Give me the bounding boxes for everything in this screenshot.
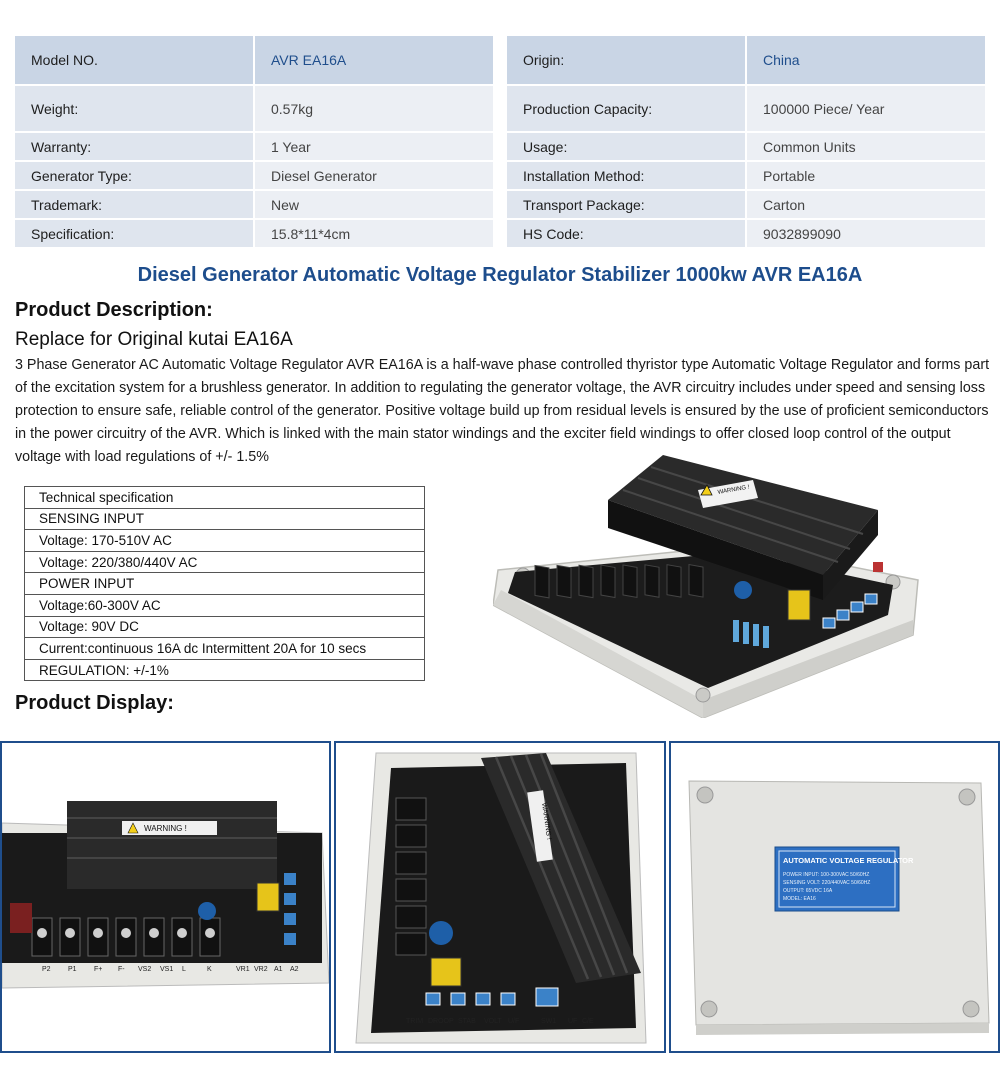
terminal-label: A2 xyxy=(290,966,299,973)
knob-label: STAB xyxy=(458,1018,476,1025)
tech-spec-row: Voltage:60-300V AC xyxy=(24,593,425,617)
product-image-main: WARNING ! xyxy=(492,450,925,719)
terminal-label: L xyxy=(182,966,186,973)
tech-spec-row: Voltage: 220/380/440V AC xyxy=(24,550,425,574)
product-description-heading: Product Description: xyxy=(15,299,213,321)
terminal-label: P1 xyxy=(68,966,77,973)
label-line: SENSING VOLT: 220/440VAC 50/60HZ xyxy=(783,880,870,886)
product-display-heading: Product Display: xyxy=(15,692,174,714)
product-photo-back[interactable]: AUTOMATIC VOLTAGE REGULATOR POWER INPUT:… xyxy=(669,741,1000,1053)
spec-key: Weight: xyxy=(15,85,255,133)
spec-key: Usage: xyxy=(507,132,747,162)
spec-value: 1 Year xyxy=(254,132,493,162)
label-title: AUTOMATIC VOLTAGE REGULATOR xyxy=(783,856,914,865)
spec-value: Common Units xyxy=(746,132,985,162)
knob-label: UF xyxy=(568,1018,577,1025)
tech-spec-row: REGULATION: +/-1% xyxy=(24,658,425,682)
replace-line: Replace for Original kutai EA16A xyxy=(15,329,293,350)
spec-value: New xyxy=(254,190,493,220)
main-warning-label: WARNING ! xyxy=(717,484,750,496)
tech-spec-row: Technical specification xyxy=(24,486,425,509)
spec-key: Installation Method: xyxy=(507,161,747,191)
tech-spec-row: POWER INPUT xyxy=(24,572,425,595)
spec-key: Origin: xyxy=(507,36,747,86)
label-line: MODEL: EA16 xyxy=(783,896,816,902)
label-line: OUTPUT: 65VDC 16A xyxy=(783,888,833,894)
technical-spec-table: Technical specification SENSING INPUT Vo… xyxy=(24,486,425,682)
knob-label: U/F xyxy=(508,1018,519,1025)
terminal-label: VS2 xyxy=(138,966,151,973)
product-photo-front[interactable]: WARNING ! P2 P1 F+ F- VS2 VS1 L K xyxy=(0,741,331,1053)
spec-table-left: Model NO.AVR EA16A Weight:0.57kg Warrant… xyxy=(15,36,493,249)
tech-spec-row: Voltage: 170-510V AC xyxy=(24,529,425,552)
terminal-label: K xyxy=(207,966,212,973)
knob-label: DROOP xyxy=(428,1018,454,1025)
knob-label: SW1 xyxy=(541,1018,556,1025)
terminal-label: P2 xyxy=(42,966,51,973)
terminal-label: VS1 xyxy=(160,966,173,973)
spec-table-right: Origin:China Production Capacity:100000 … xyxy=(507,36,985,249)
tech-spec-row: SENSING INPUT xyxy=(24,507,425,531)
spec-key: Warranty: xyxy=(15,132,255,162)
spec-value: AVR EA16A xyxy=(254,36,493,86)
spec-key: Transport Package: xyxy=(507,190,747,220)
spec-key: Model NO. xyxy=(15,36,255,86)
spec-key: Trademark: xyxy=(15,190,255,220)
spec-value: China xyxy=(746,36,985,86)
spec-key: Generator Type: xyxy=(15,161,255,191)
label-line: POWER INPUT: 100-300VAC 50/60HZ xyxy=(783,872,869,878)
terminal-label: F+ xyxy=(94,966,102,973)
spec-value: Portable xyxy=(746,161,985,191)
spec-value: 15.8*11*4cm xyxy=(254,219,493,249)
knob-label: TRIM xyxy=(406,1018,423,1025)
tech-spec-row: Voltage: 90V DC xyxy=(24,615,425,639)
terminal-label: F- xyxy=(118,966,125,973)
product-photo-top[interactable]: WARNING ! TRIM DROOP STAB VOLT U/F SW1 U… xyxy=(334,741,666,1053)
product-title: Diesel Generator Automatic Voltage Regul… xyxy=(137,264,863,286)
spec-tables: Model NO.AVR EA16A Weight:0.57kg Warrant… xyxy=(15,36,985,249)
knob-label: C/E xyxy=(582,1018,594,1025)
spec-key: Specification: xyxy=(15,219,255,249)
spec-value: 100000 Piece/ Year xyxy=(746,85,985,133)
tech-spec-row: Current:continuous 16A dc Intermittent 2… xyxy=(24,637,425,660)
spec-key: HS Code: xyxy=(507,219,747,249)
terminal-label: VR1 xyxy=(236,966,250,973)
spec-value: Carton xyxy=(746,190,985,220)
spec-value: 9032899090 xyxy=(746,219,985,249)
terminal-label: A1 xyxy=(274,966,283,973)
spec-value: 0.57kg xyxy=(254,85,493,133)
terminal-label: VR2 xyxy=(254,966,268,973)
photo1-warning-label: WARNING ! xyxy=(144,824,187,833)
product-description-text: 3 Phase Generator AC Automatic Voltage R… xyxy=(15,357,990,465)
spec-key: Production Capacity: xyxy=(507,85,747,133)
spec-value: Diesel Generator xyxy=(254,161,493,191)
knob-label: VOLT xyxy=(484,1018,502,1025)
